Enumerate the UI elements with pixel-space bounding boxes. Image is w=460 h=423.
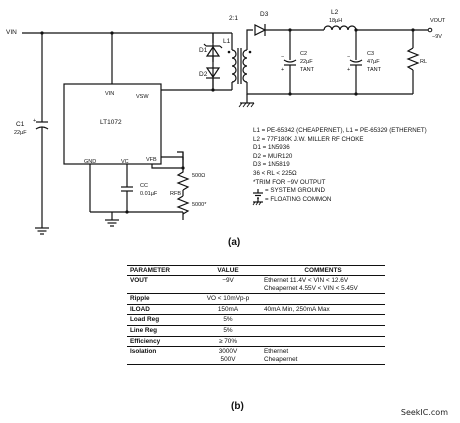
cell-param: Isolation	[127, 346, 195, 366]
l2-value: 18µH	[329, 18, 342, 24]
cell-value: 5%	[195, 325, 261, 337]
table-row: Efficiency ≥ 70%	[127, 336, 385, 348]
floating-common-symbol	[252, 198, 263, 206]
note-d2: D2 = MUR120	[253, 152, 293, 160]
svg-text:+: +	[33, 118, 36, 124]
cell-comment: Ethernet 11.4V < VIN < 12.6V Cheapernet …	[261, 275, 385, 295]
c2-type: TANT	[300, 67, 315, 73]
table-row: Line Reg 5%	[127, 325, 385, 337]
c3-label: C3	[367, 51, 374, 57]
cell-param: ILOAD	[127, 304, 195, 316]
d1-label: D1	[199, 47, 208, 54]
l1-label: L1	[223, 38, 231, 45]
cell-value: −9V	[195, 275, 261, 295]
r-5000: 5000*	[192, 202, 207, 208]
note-system-ground: = SYSTEM GROUND	[265, 187, 325, 195]
pin-vsw: VSW	[136, 94, 149, 100]
header-value: VALUE	[195, 265, 261, 276]
caption-b: (b)	[231, 401, 244, 412]
cell-comment: 40mA Min, 250mA Max	[261, 304, 385, 316]
cell-param: Line Reg	[127, 325, 195, 337]
vout-label: VOUT	[430, 18, 446, 24]
system-ground-symbol	[253, 189, 263, 199]
table-row: Load Reg 5%	[127, 314, 385, 326]
cell-comment	[261, 336, 385, 348]
note-l2: L2 = 77F180K J.W. MILLER RF CHOKE	[253, 135, 364, 143]
pin-vin: VIN	[105, 91, 114, 97]
d3-label: D3	[260, 11, 269, 18]
svg-text:−: −	[347, 54, 350, 60]
rl-label: RL	[420, 59, 427, 65]
svg-text:+: +	[347, 67, 350, 73]
c1-label: C1	[16, 121, 25, 128]
header-parameter: PARAMETER	[127, 265, 195, 276]
table-row: Ripple VO < 10mVp-p	[127, 293, 385, 305]
note-floating-common: = FLOATING COMMON	[265, 195, 332, 203]
svg-text:−: −	[281, 54, 284, 60]
cell-param: VOUT	[127, 275, 195, 295]
component-notes: L1 = PE-65342 (CHEAPERNET), L1 = PE-6532…	[253, 127, 458, 204]
cell-value: 5%	[195, 314, 261, 326]
pin-vfb: VFB	[146, 157, 157, 163]
d2-label: D2	[199, 71, 208, 78]
cell-comment	[261, 325, 385, 337]
watermark: SeekIC.com	[400, 408, 448, 417]
ic-label: LT1072	[100, 119, 122, 126]
table-row: VOUT −9V Ethernet 11.4V < VIN < 12.6V Ch…	[127, 275, 385, 295]
cell-param: Load Reg	[127, 314, 195, 326]
svg-text:+: +	[281, 67, 284, 73]
note-l1: L1 = PE-65342 (CHEAPERNET), L1 = PE-6532…	[253, 127, 427, 134]
table-row: ILOAD 150mA 40mA Min, 250mA Max	[127, 304, 385, 316]
rfb-label: RFB	[170, 191, 181, 197]
header-comments: COMMENTS	[261, 265, 385, 276]
cell-value: 3000V 500V	[195, 346, 261, 366]
c1-value: 22µF	[14, 130, 27, 136]
cell-param: Ripple	[127, 293, 195, 305]
cell-value: VO < 10mVp-p	[195, 293, 261, 305]
vout-value: −9V	[432, 34, 442, 40]
cc-label: CC	[140, 183, 148, 189]
note-trim: *TRIM FOR −9V OUTPUT	[253, 178, 326, 186]
c2-value: 22µF	[300, 59, 313, 65]
ratio-label: 2:1	[229, 15, 238, 22]
spec-table: PARAMETER VALUE COMMENTS VOUT −9V Ethern…	[127, 265, 385, 366]
table-row: Isolation 3000V 500V Ethernet Cheapernet	[127, 346, 385, 366]
note-d3: D3 = 1N5819	[253, 161, 290, 169]
c3-value: 47µF	[367, 59, 380, 65]
cell-comment: Ethernet Cheapernet	[261, 346, 385, 366]
note-d1: D1 = 1N5936	[253, 144, 290, 152]
cell-value: 150mA	[195, 304, 261, 316]
cell-value: ≥ 70%	[195, 336, 261, 348]
caption-a: (a)	[228, 237, 241, 248]
cell-param: Efficiency	[127, 336, 195, 348]
note-rl: 36 < RL < 225Ω	[253, 169, 297, 177]
r-500: 500Ω	[192, 173, 205, 179]
l2-label: L2	[331, 9, 339, 16]
schematic-diagram: VIN + C1 22µF VIN VSW LT1072 GND VC VFB …	[6, 9, 446, 235]
c2-label: C2	[300, 51, 307, 57]
cc-value: 0.01µF	[140, 191, 158, 197]
vin-label: VIN	[6, 29, 17, 36]
cell-comment	[261, 293, 385, 305]
pin-gnd: GND	[84, 159, 96, 165]
cell-comment	[261, 314, 385, 326]
c3-type: TANT	[367, 67, 382, 73]
pin-vc: VC	[121, 159, 129, 165]
